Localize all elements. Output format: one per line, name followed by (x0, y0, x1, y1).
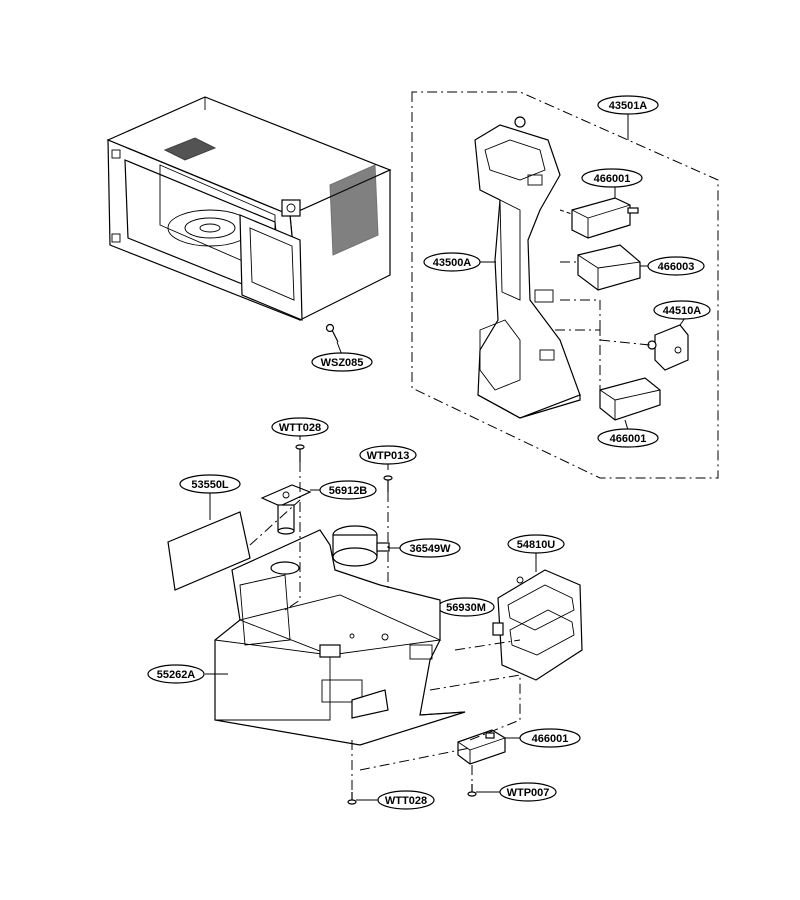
callout-44510a: 44510A (653, 300, 711, 320)
callout-wsz085: WSZ085 (311, 352, 373, 372)
base-bracket-55262a (214, 529, 466, 746)
cover-54810u (492, 569, 583, 681)
screw-wtt028-top (295, 444, 305, 462)
label-wtt028-bottom: WTT028 (385, 795, 427, 807)
label-wtp007: WTP007 (507, 787, 550, 799)
callout-wtp007: WTP007 (499, 782, 557, 802)
callout-wtp013: WTP013 (359, 445, 417, 465)
callout-54810u: 54810U (507, 534, 565, 554)
microswitch-466001-top (571, 197, 639, 239)
microswitch-466001-lower (599, 377, 661, 421)
callout-36549w: 36549W (399, 538, 461, 558)
label-466001-lower: 466001 (610, 433, 647, 445)
label-56912b: 56912B (329, 485, 368, 497)
label-43500a: 43500A (433, 257, 472, 269)
callout-56930m: 56930M (437, 597, 495, 617)
bracket-56912b (260, 484, 312, 535)
callout-466001-top: 466001 (581, 168, 643, 188)
callout-53550l: 53550L (179, 474, 241, 494)
lever-44510a (647, 324, 689, 371)
callout-43501a: 43501A (597, 95, 659, 115)
label-36549w: 36549W (410, 543, 452, 555)
callout-55262a: 55262A (147, 664, 205, 684)
label-wtt028-top: WTT028 (279, 422, 321, 434)
label-54810u: 54810U (517, 539, 556, 551)
callout-wtt028-bottom: WTT028 (377, 790, 435, 810)
callout-466003: 466003 (647, 256, 705, 276)
microswitch-466003 (577, 244, 641, 291)
screw-wtp013 (383, 475, 393, 492)
label-43501a: 43501A (609, 100, 648, 112)
label-56930m: 56930M (446, 602, 486, 614)
label-466001-top: 466001 (594, 173, 631, 185)
latch-holder-43500a (474, 116, 581, 419)
callout-43500a: 43500A (423, 252, 481, 272)
label-466001-bottom: 466001 (532, 733, 569, 745)
microwave-cavity-assembly (106, 96, 392, 321)
callout-56912b: 56912B (319, 480, 377, 500)
assembly-group-boundary (411, 91, 719, 479)
callout-wtt028-top: WTT028 (271, 417, 329, 437)
callout-466001-bottom: 466001 (519, 728, 581, 748)
screw-wtp007 (467, 784, 477, 797)
label-466003: 466003 (658, 261, 695, 273)
microswitch-466001-bottom (457, 729, 506, 765)
label-wsz085: WSZ085 (321, 357, 364, 369)
label-53550l: 53550L (191, 479, 229, 491)
label-55262a: 55262A (157, 669, 196, 681)
plate-53550l (167, 511, 251, 591)
motor-36549w (332, 525, 390, 567)
label-wtp013: WTP013 (367, 450, 410, 462)
screw-wtt028-bottom (347, 792, 357, 805)
label-44510a: 44510A (663, 305, 702, 317)
screw-wsz085 (325, 323, 339, 343)
callout-466001-lower: 466001 (597, 428, 659, 448)
